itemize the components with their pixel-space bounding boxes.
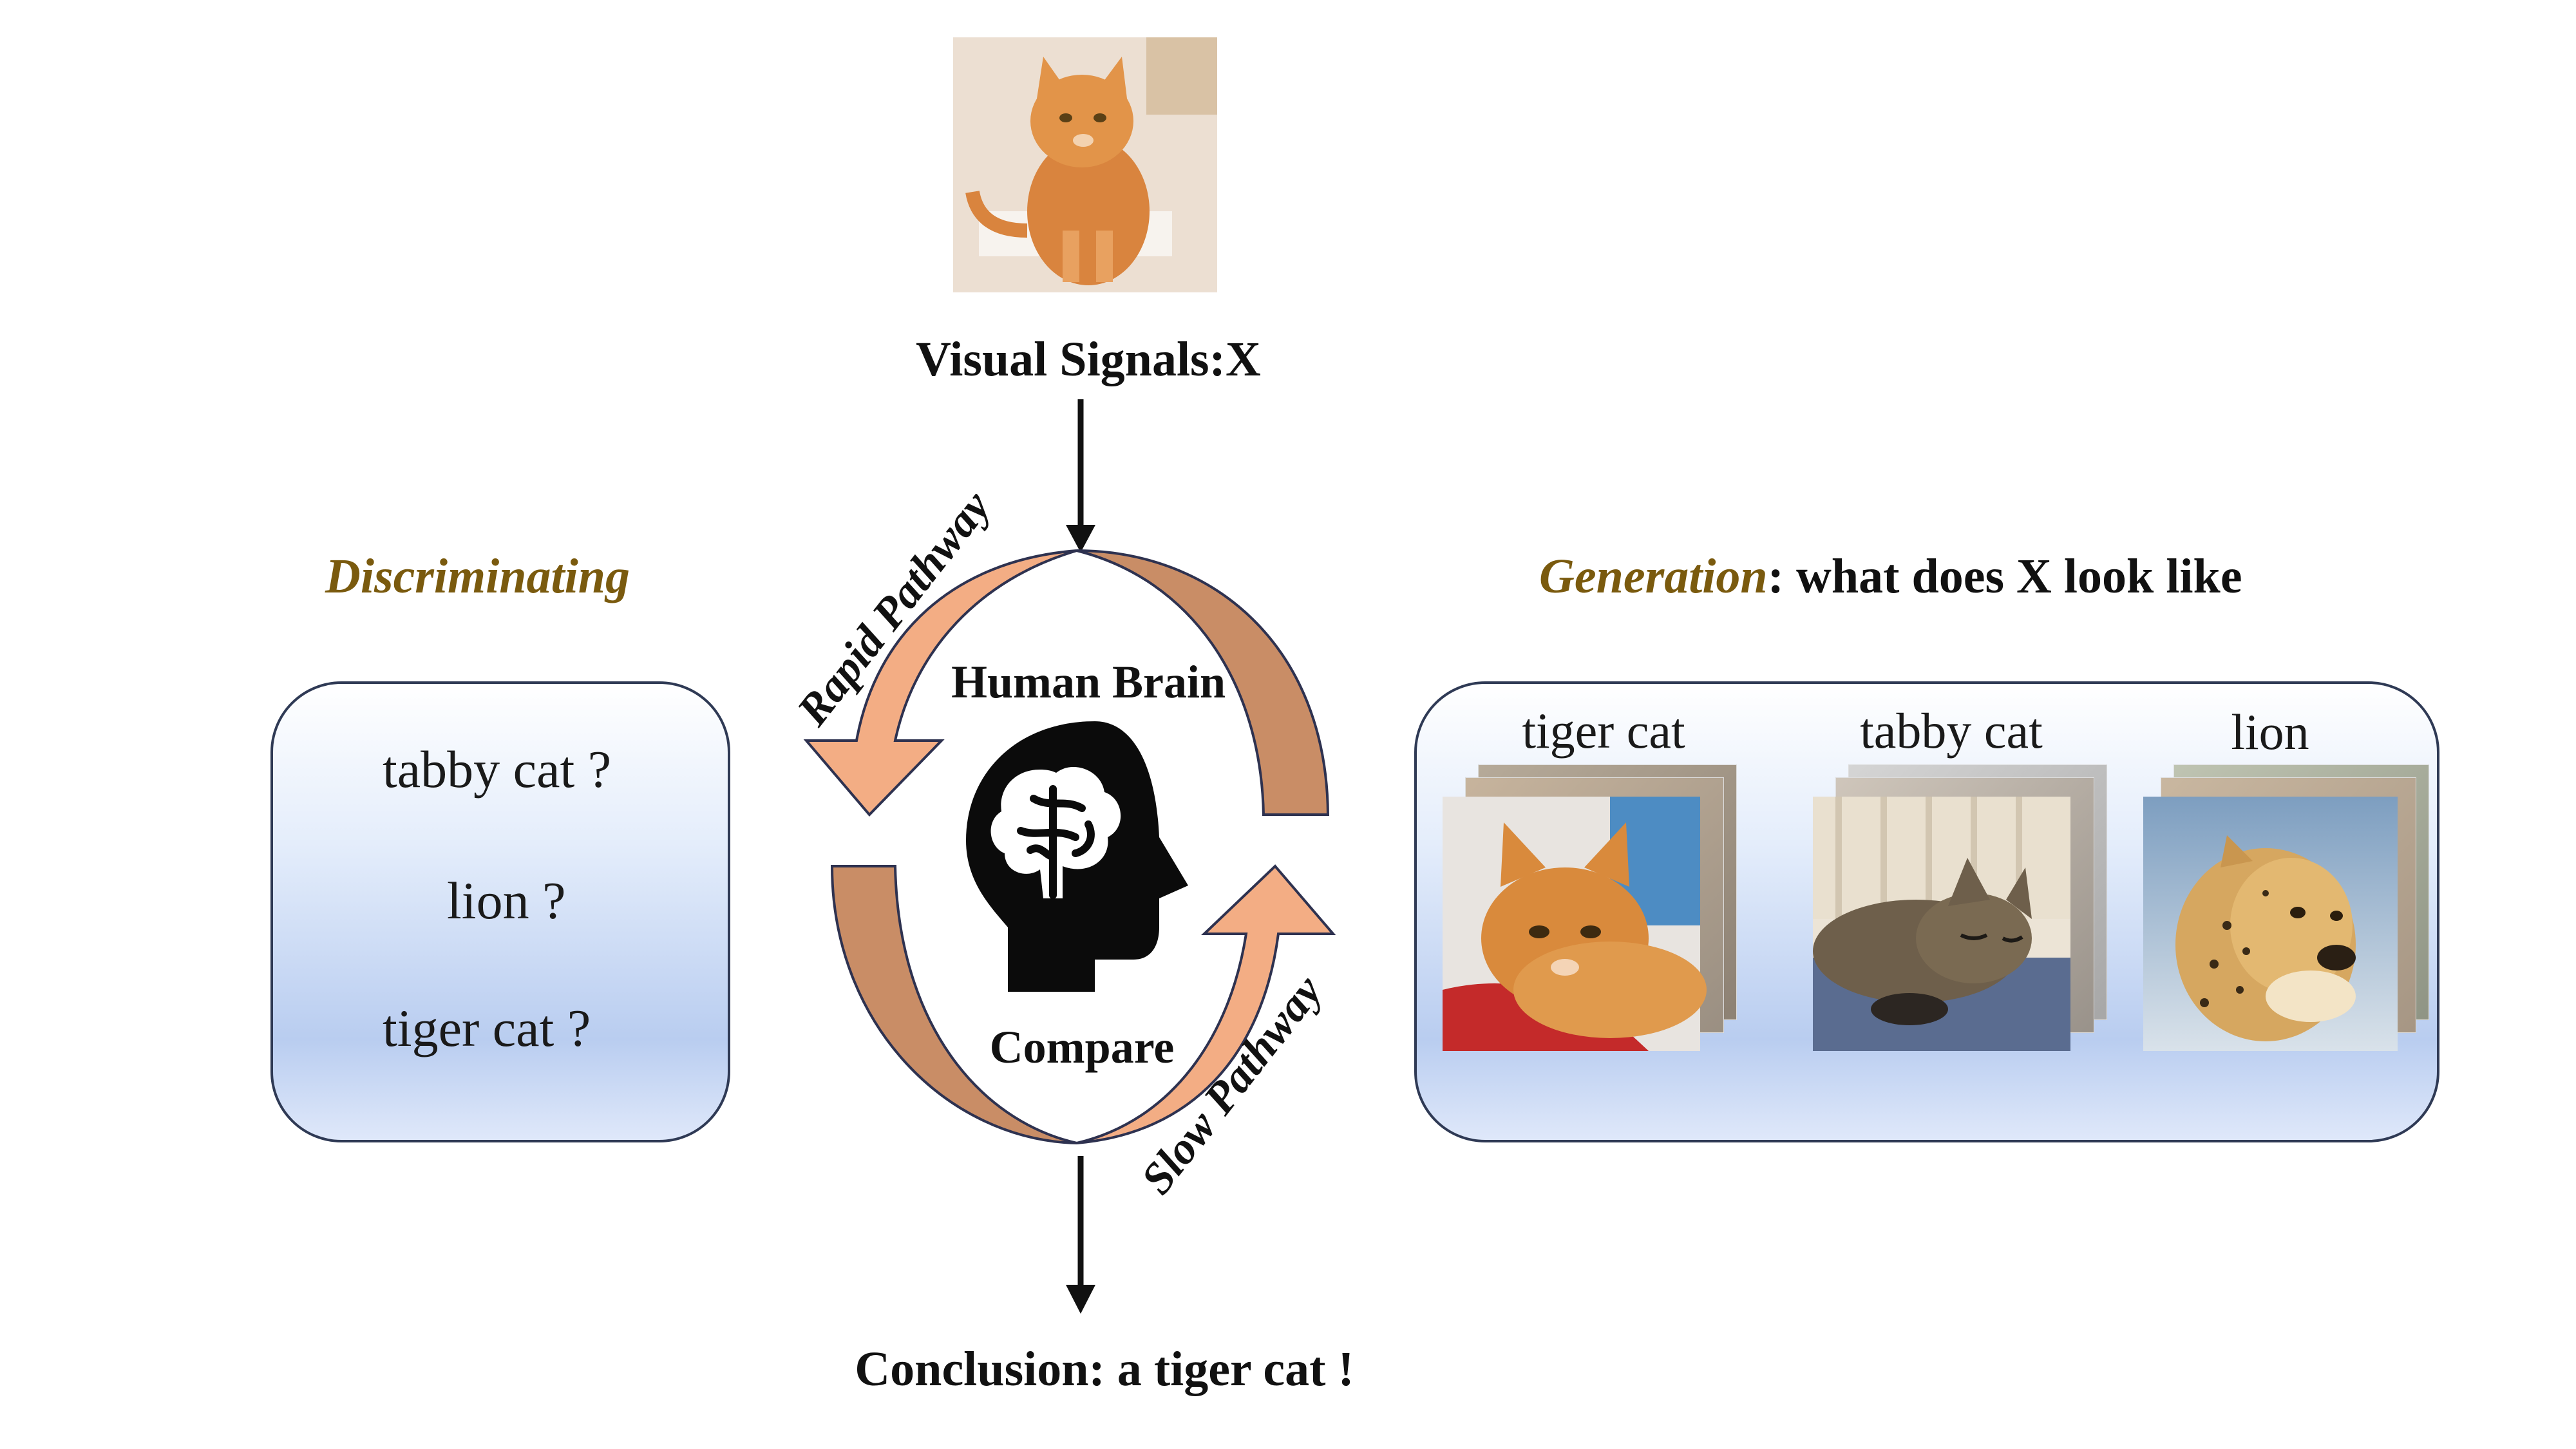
generation-panel: tiger cat tabby cat: [1414, 681, 2439, 1142]
group-label-lion: lion: [2231, 704, 2309, 760]
human-brain-label: Human Brain: [951, 656, 1226, 708]
group-label-tiger-cat: tiger cat: [1522, 703, 1685, 759]
slow-pathway-arc: [830, 865, 1077, 1144]
tabby-cat-image: [1813, 797, 2070, 1051]
conclusion-label: Conclusion: a tiger cat !: [855, 1342, 1354, 1396]
group-label-tabby-cat: tabby cat: [1860, 703, 2043, 759]
generation-heading: Generation: what does X look like: [1539, 549, 2242, 605]
compare-label: Compare: [989, 1021, 1175, 1073]
generation-heading-emph: Generation: [1539, 549, 1768, 603]
input-cat-image: [953, 37, 1217, 292]
lion-image: [2143, 797, 2398, 1051]
option-lion: lion ?: [447, 871, 566, 930]
option-tabby-cat: tabby cat ?: [383, 740, 612, 799]
cat-photo-illustration: [953, 37, 1217, 292]
input-label: Visual Signals:X: [916, 332, 1261, 386]
input-arrow-head: [1066, 525, 1095, 553]
rapid-pathway-arc: [1076, 549, 1330, 816]
generation-heading-rest: : what does X look like: [1767, 549, 2242, 603]
slow-pathway-arrow: [1076, 864, 1336, 1144]
tiger-cat-image: [1443, 797, 1707, 1051]
brain-head-icon: [966, 721, 1188, 992]
discriminating-panel: tabby cat ? lion ? tiger cat ?: [270, 681, 730, 1142]
option-tiger-cat: tiger cat ?: [383, 999, 591, 1057]
discriminating-heading: Discriminating: [325, 549, 630, 603]
rapid-pathway-arrow: [803, 549, 1077, 817]
conclusion-arrow-head: [1066, 1285, 1095, 1314]
